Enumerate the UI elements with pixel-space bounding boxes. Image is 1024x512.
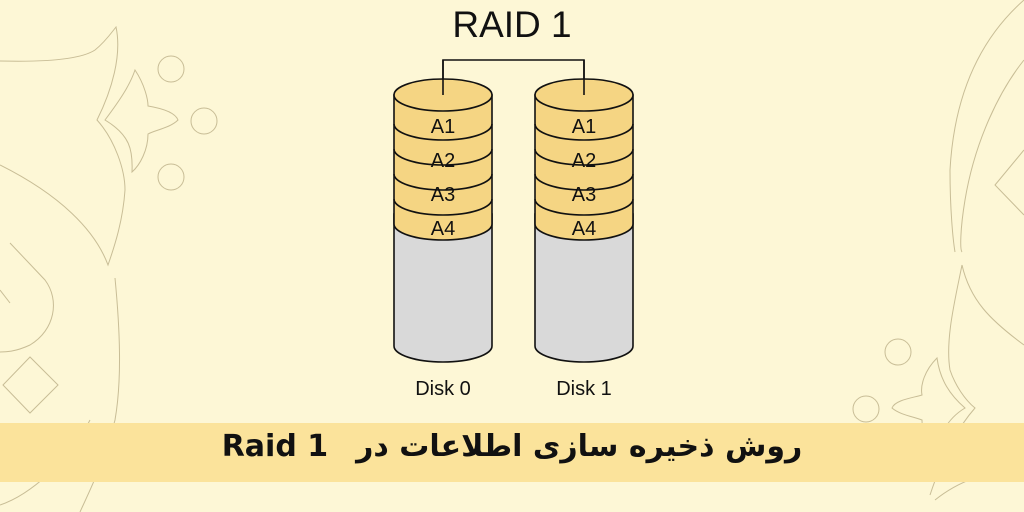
- disk-0-block: A2: [430, 150, 456, 172]
- caption-band: [0, 423, 1024, 482]
- disk-0-cylinder: [393, 78, 493, 363]
- caption-english: Raid 1: [221, 429, 329, 464]
- disk-0-block: A4: [430, 218, 456, 240]
- disk-1-block: A3: [571, 184, 597, 206]
- disk-0-label: Disk 0: [415, 378, 471, 400]
- caption-persian: روش ذخیره سازی اطلاعات در: [356, 429, 803, 464]
- disk-0-block: A3: [430, 184, 456, 206]
- disk-1-block: A2: [571, 150, 597, 172]
- disk-1-cylinder: [534, 78, 634, 363]
- disk-1-block: A1: [571, 116, 597, 138]
- disk-0-block: A1: [430, 116, 456, 138]
- disk-1-label: Disk 1: [556, 378, 612, 400]
- disk-1-block: A4: [571, 218, 597, 240]
- caption: Raid 1 روش ذخیره سازی اطلاعات در: [0, 429, 1024, 464]
- diagram-title: RAID 1: [452, 4, 572, 45]
